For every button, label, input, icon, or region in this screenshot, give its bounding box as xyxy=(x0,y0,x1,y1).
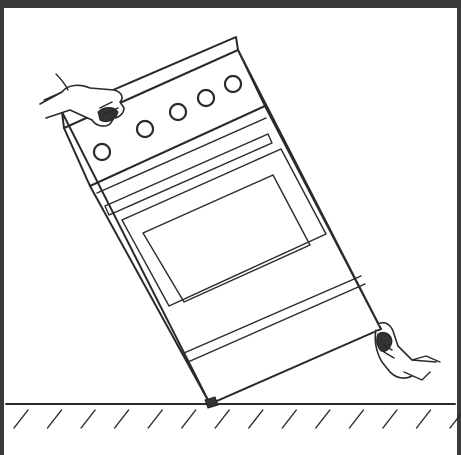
floor-hatch xyxy=(113,409,130,429)
floor-hatch xyxy=(348,409,365,429)
knob-2 xyxy=(135,119,155,139)
floor-hatch xyxy=(315,409,331,429)
stove-foot xyxy=(204,396,219,409)
left-fingers-shade xyxy=(97,107,119,123)
floor-hatch xyxy=(449,412,461,429)
oven-window-glass xyxy=(142,174,311,303)
burner-knobs xyxy=(92,74,243,162)
stove xyxy=(61,36,382,409)
floor-hatch xyxy=(80,409,96,429)
right-arm-line xyxy=(403,371,431,381)
right-hand-shape xyxy=(374,321,437,379)
floor-hatch xyxy=(46,409,63,429)
oven-window-frame xyxy=(121,148,327,307)
floor-hatch xyxy=(214,409,230,429)
floor-hatch xyxy=(382,409,398,429)
floor-hatch xyxy=(13,409,29,429)
knob-3 xyxy=(168,102,188,122)
right-hand xyxy=(374,321,441,381)
right-arm-line-2 xyxy=(411,355,441,363)
knob-1 xyxy=(92,142,112,162)
right-finger-2 xyxy=(383,351,395,359)
right-finger-1 xyxy=(381,343,393,351)
stove-side-edge xyxy=(237,49,382,330)
stove-front-edge xyxy=(61,111,211,405)
oven-door-top-line xyxy=(96,117,267,194)
floor-hatch xyxy=(248,409,264,429)
floor-hatch xyxy=(281,409,297,429)
left-arm-line-1 xyxy=(55,73,69,91)
drawer-line xyxy=(183,275,362,354)
floor-hatching xyxy=(13,409,461,429)
left-finger-1 xyxy=(99,101,113,109)
oven-handle-bar xyxy=(104,133,273,216)
left-arm-line-2 xyxy=(43,91,63,101)
floor-hatch xyxy=(147,409,163,429)
floor xyxy=(5,403,461,429)
floor-hatch xyxy=(415,409,432,429)
knob-4 xyxy=(196,88,216,108)
left-hand xyxy=(39,73,125,127)
right-fingers-shade xyxy=(376,331,393,353)
drawer-line-2 xyxy=(187,283,366,363)
left-finger-2 xyxy=(103,107,119,115)
floor-hatch xyxy=(180,409,197,429)
knob-5 xyxy=(223,74,243,94)
